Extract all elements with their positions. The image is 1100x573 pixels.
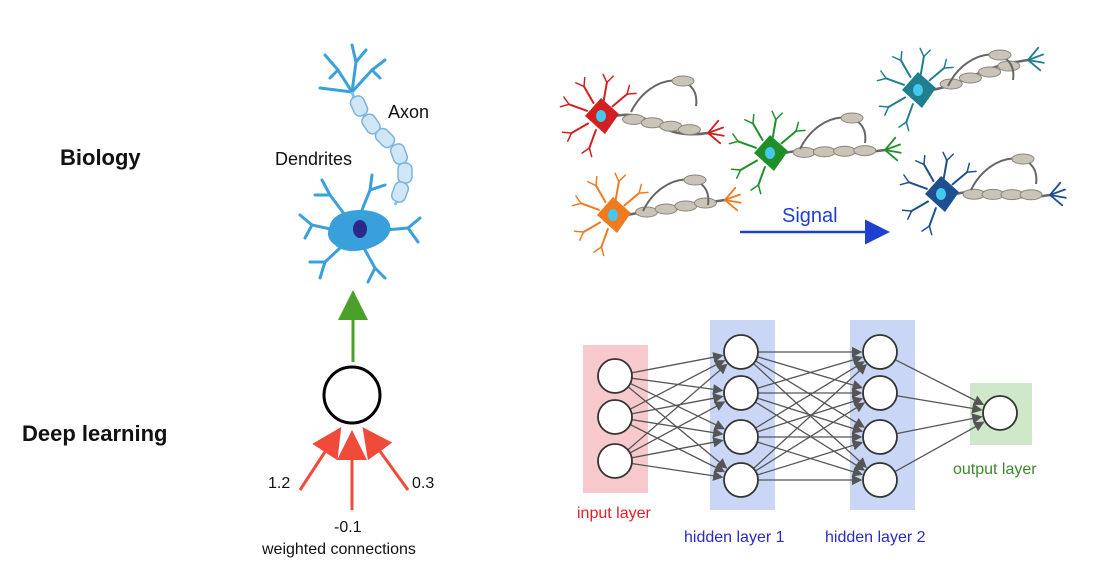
network-node xyxy=(862,419,898,455)
network-node xyxy=(723,419,759,455)
network-edge xyxy=(631,462,724,481)
weight-label-2: -0.1 xyxy=(334,519,362,536)
network-edge xyxy=(631,393,724,415)
dendrites-label: Dendrites xyxy=(275,149,352,169)
weight-label-1: 1.2 xyxy=(268,475,290,492)
input-layer-label: input layer xyxy=(577,505,651,522)
weighted-input-arrows xyxy=(298,426,410,510)
network-edge xyxy=(753,363,867,469)
network-node xyxy=(723,462,759,498)
network-edge xyxy=(757,396,864,433)
signal-label: Signal xyxy=(782,205,838,227)
network-node xyxy=(597,358,633,394)
connected-neurons-illustration xyxy=(559,46,1067,257)
network-edge xyxy=(629,360,726,410)
network-node xyxy=(862,334,898,370)
row-label-biology: Biology xyxy=(60,145,141,170)
neuron-cell xyxy=(571,172,742,257)
weight-label-3: 0.3 xyxy=(412,475,434,492)
network-edge xyxy=(757,354,864,389)
biological-neuron-illustration xyxy=(298,43,422,284)
neuron-cell xyxy=(899,151,1067,236)
axon-label: Axon xyxy=(388,102,429,122)
network-nodes xyxy=(597,334,1018,498)
network-node xyxy=(723,375,759,411)
neuron-cell xyxy=(559,73,725,158)
neuron-cell xyxy=(876,46,1045,132)
network-node xyxy=(597,443,633,479)
network-edge xyxy=(629,424,726,473)
network-edge xyxy=(629,401,726,454)
network-edge xyxy=(627,363,728,451)
network-node xyxy=(862,375,898,411)
perceptron-node xyxy=(322,365,382,425)
network-edge xyxy=(896,413,983,435)
network-edge xyxy=(894,421,985,473)
network-node xyxy=(982,395,1018,431)
network-edge xyxy=(896,395,983,414)
neuron-cell xyxy=(728,110,902,195)
network-edge xyxy=(755,402,865,472)
network-node xyxy=(723,334,759,370)
network-edge xyxy=(755,401,865,471)
output-layer-label: output layer xyxy=(953,461,1037,478)
network-edge xyxy=(631,352,724,374)
network-node xyxy=(862,462,898,498)
network-edge xyxy=(894,359,985,405)
weighted-connections-caption: weighted connections xyxy=(261,541,416,558)
network-edge xyxy=(755,361,865,429)
network-edge xyxy=(755,360,865,428)
network-edge xyxy=(631,437,724,459)
network-node xyxy=(597,399,633,435)
network-edge xyxy=(757,440,864,476)
network-connections xyxy=(627,346,985,486)
hidden-layer-1-label: hidden layer 1 xyxy=(684,529,785,546)
row-label-deep-learning: Deep learning xyxy=(22,421,168,446)
hidden-layer-2-label: hidden layer 2 xyxy=(825,529,926,546)
network-edge xyxy=(630,382,726,430)
